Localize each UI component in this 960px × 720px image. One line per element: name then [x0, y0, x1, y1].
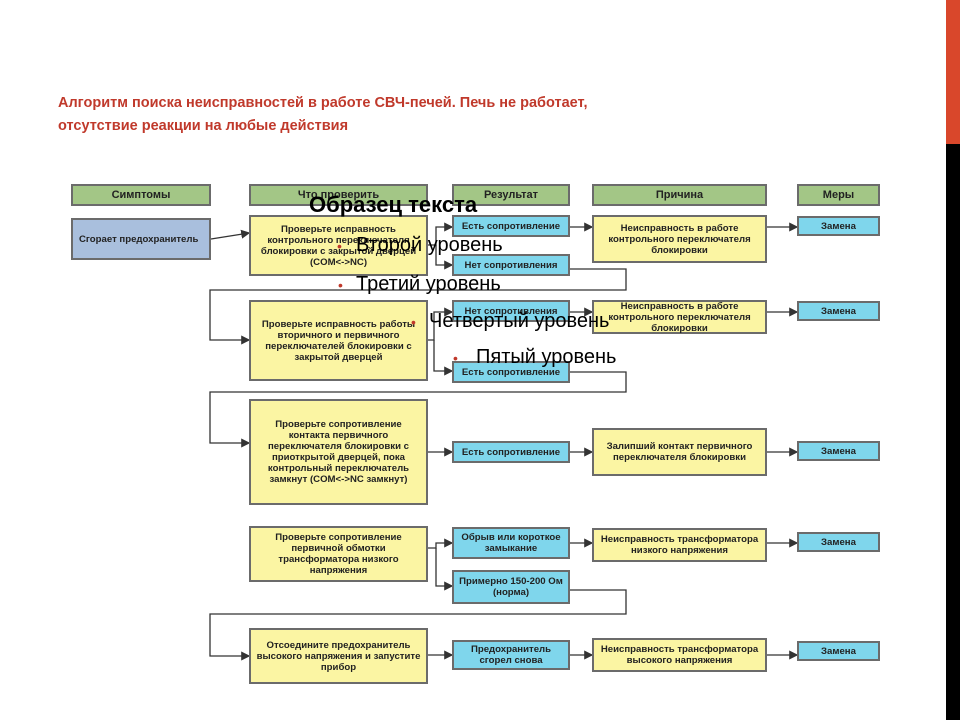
arrow-symptom-check1 — [210, 229, 251, 240]
header-cause: Причина — [592, 184, 767, 206]
header-measures: Меры — [797, 184, 880, 206]
result-box-5: Есть сопротивление — [452, 441, 570, 463]
header-check: Что проверить — [249, 184, 428, 206]
cause-box-4: Неисправность трансформатора низкого нап… — [592, 528, 767, 562]
placeholder-level5[interactable]: Пятый уровень — [476, 346, 617, 368]
slide-edge-bar — [946, 0, 960, 720]
result-box-3: Нет сопротивления — [452, 300, 570, 322]
cause-box-5: Неисправность трансформатора высокого на… — [592, 638, 767, 672]
measure-box-5: Замена — [797, 641, 880, 661]
bullet-level2-icon: • — [337, 238, 342, 254]
result-box-8: Предохранитель сгорел снова — [452, 640, 570, 670]
bullet-level4-icon: • — [411, 314, 416, 330]
cause-box-3: Залипший контакт первичного переключател… — [592, 428, 767, 476]
measure-box-2: Замена — [797, 301, 880, 321]
arrow-res4-check3 — [209, 371, 627, 448]
measure-box-1: Замена — [797, 216, 880, 236]
arrow-res7-check5 — [209, 589, 627, 661]
check-box-3: Проверьте сопротивление контакта первичн… — [249, 399, 428, 505]
cause-box-2: Неисправность в работе контрольного пере… — [592, 300, 767, 334]
cause-box-1: Неисправность в работе контрольного пере… — [592, 215, 767, 263]
placeholder-title[interactable]: Образец текста — [309, 192, 478, 217]
result-box-1: Есть сопротивление — [452, 215, 570, 237]
result-box-7: Примерно 150-200 Ом (норма) — [452, 570, 570, 604]
check-box-4: Проверьте сопротивление первичной обмотк… — [249, 526, 428, 582]
arrow-check4-res7 — [435, 548, 454, 591]
header-result: Результат — [452, 184, 570, 206]
bullet-level3-icon: • — [338, 277, 343, 293]
placeholder-level2[interactable]: Второй уровень — [356, 234, 503, 256]
header-symptoms: Симптомы — [71, 184, 211, 206]
result-box-4: Есть сопротивление — [452, 361, 570, 383]
result-box-6: Обрыв или короткое замыкание — [452, 527, 570, 559]
check-box-5: Отсоедините предохранитель высокого напр… — [249, 628, 428, 684]
symptom-box: Сгорает предохранитель — [71, 218, 211, 260]
arrow-check4-res6 — [428, 538, 454, 549]
placeholder-level3[interactable]: Третий уровень — [356, 273, 501, 295]
slide-edge-accent — [946, 0, 960, 144]
placeholder-level4[interactable]: Четвертый уровень — [429, 310, 610, 332]
arrow-check1-res2 — [435, 245, 454, 270]
arrow-res2-check2 — [209, 268, 627, 345]
arrow-check1-res1 — [428, 222, 454, 246]
check-box-1: Проверьте исправность контрольного перек… — [249, 215, 428, 276]
bullet-level5-icon: • — [453, 350, 458, 366]
slide-title: Алгоритм поиска неисправностей в работе … — [58, 95, 588, 134]
arrow-check2-res4 — [433, 340, 454, 376]
measure-box-4: Замена — [797, 532, 880, 552]
check-box-2: Проверьте исправность работы вторичного … — [249, 300, 428, 381]
arrow-check2-res3 — [428, 307, 454, 341]
result-box-2: Нет сопротивления — [452, 254, 570, 276]
measure-box-3: Замена — [797, 441, 880, 461]
